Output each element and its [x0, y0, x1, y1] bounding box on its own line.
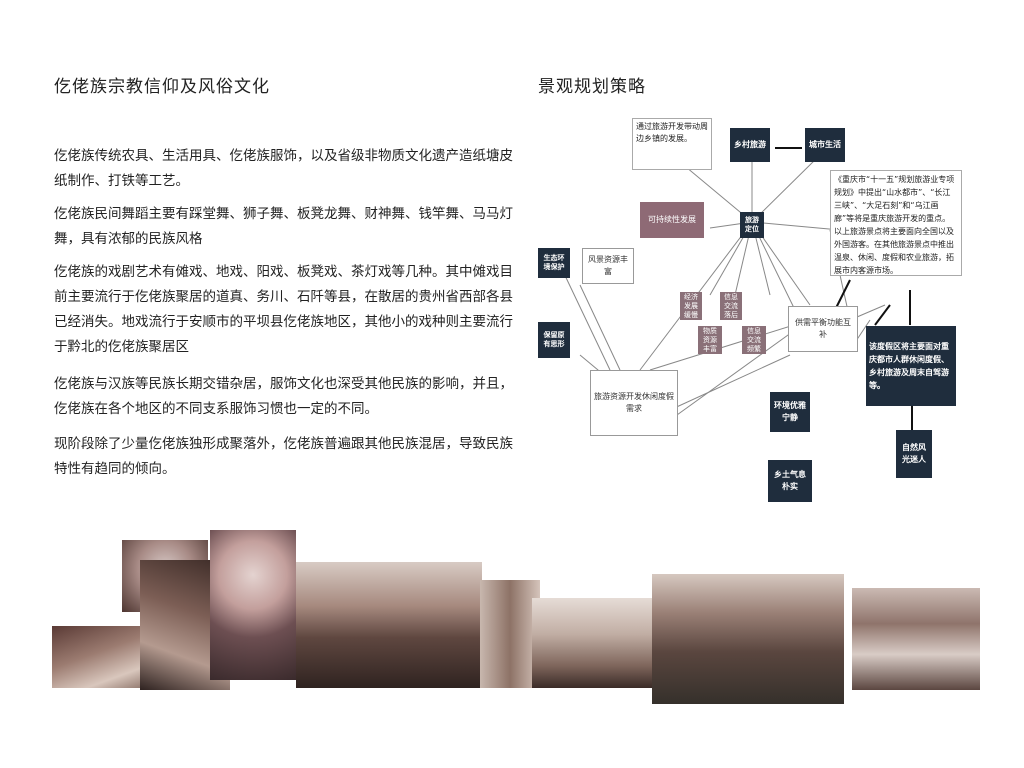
node-eco-protect: 生态环境保护: [538, 248, 570, 278]
node-scenery-rich: 风景资源丰富: [582, 248, 634, 284]
node-tourism-drive: 通过旅游开发带动周边乡镇的发展。: [632, 118, 712, 170]
photo-museum-display: [532, 598, 652, 688]
photo-round-window: [210, 530, 296, 680]
node-resort-target: 该度假区将主要面对重庆都市人群休闲度假、乡村旅游及周末自驾游等。: [866, 326, 956, 406]
photo-costume: [480, 580, 540, 688]
node-culture-keep: 保留原有思形: [538, 322, 570, 358]
node-supply-demand: 供需平衡功能互补: [788, 306, 858, 352]
node-sustainable: 可持续性发展: [640, 202, 704, 238]
section-title-strategy: 景观规划策略: [538, 77, 646, 97]
node-plan-quote: 《重庆市“十一五”规划旅游业专项规划》中提出“山水都市”、“长江三峡”、“大足石…: [830, 170, 962, 276]
node-info-tight: 信息交流频繁: [742, 326, 766, 354]
photo-old-house: [296, 562, 482, 688]
paragraph-dance: 仡佬族民间舞蹈主要有踩堂舞、狮子舞、板凳龙舞、财神舞、钱竿舞、马马灯舞，具有浓郁…: [54, 206, 513, 247]
node-info-lag: 信息交流落后: [720, 292, 742, 320]
node-env-quiet: 环境优雅宁静: [770, 392, 810, 432]
paragraph-drama: 仡佬族的戏剧艺术有傩戏、地戏、阳戏、板凳戏、茶灯戏等几种。其中傩戏目前主要流行于…: [54, 264, 513, 355]
paragraph-crafts: 仡佬族传统农具、生活用具、仡佬族服饰，以及省级非物质文化遗产造纸塘皮纸制作、打铁…: [54, 148, 513, 189]
node-rural-simple: 乡土气息朴实: [768, 460, 812, 502]
node-econ-dev: 经济发展缓慢: [680, 292, 702, 320]
node-resource-dev: 旅游资源开发休闲度假需求: [590, 370, 678, 436]
node-products-rich: 物质资源丰富: [698, 326, 722, 354]
node-natural-scenery: 自然风光迷人: [896, 430, 932, 478]
photo-festival-crowd: [852, 588, 980, 690]
paragraph-assimilation: 现阶段除了少量仡佬族独形成聚落外，仡佬族普遍跟其他民族混居，导致民族特性有趋同的…: [54, 436, 513, 477]
section-title-culture: 仡佬族宗教信仰及风俗文化: [54, 77, 270, 97]
paragraph-costume: 仡佬族与汉族等民族长期交错杂居，服饰文化也深受其他民族的影响，并且，仡佬族在各个…: [54, 376, 513, 417]
node-city-life: 城市生活: [805, 128, 845, 162]
strategy-diagram: 通过旅游开发带动周边乡镇的发展。 乡村旅游 城市生活 可持续性发展 旅游定位 《…: [520, 110, 1000, 520]
node-positioning: 旅游定位: [740, 212, 764, 238]
node-village-tourism: 乡村旅游: [730, 128, 770, 162]
photo-lotus-pond: [652, 574, 844, 704]
